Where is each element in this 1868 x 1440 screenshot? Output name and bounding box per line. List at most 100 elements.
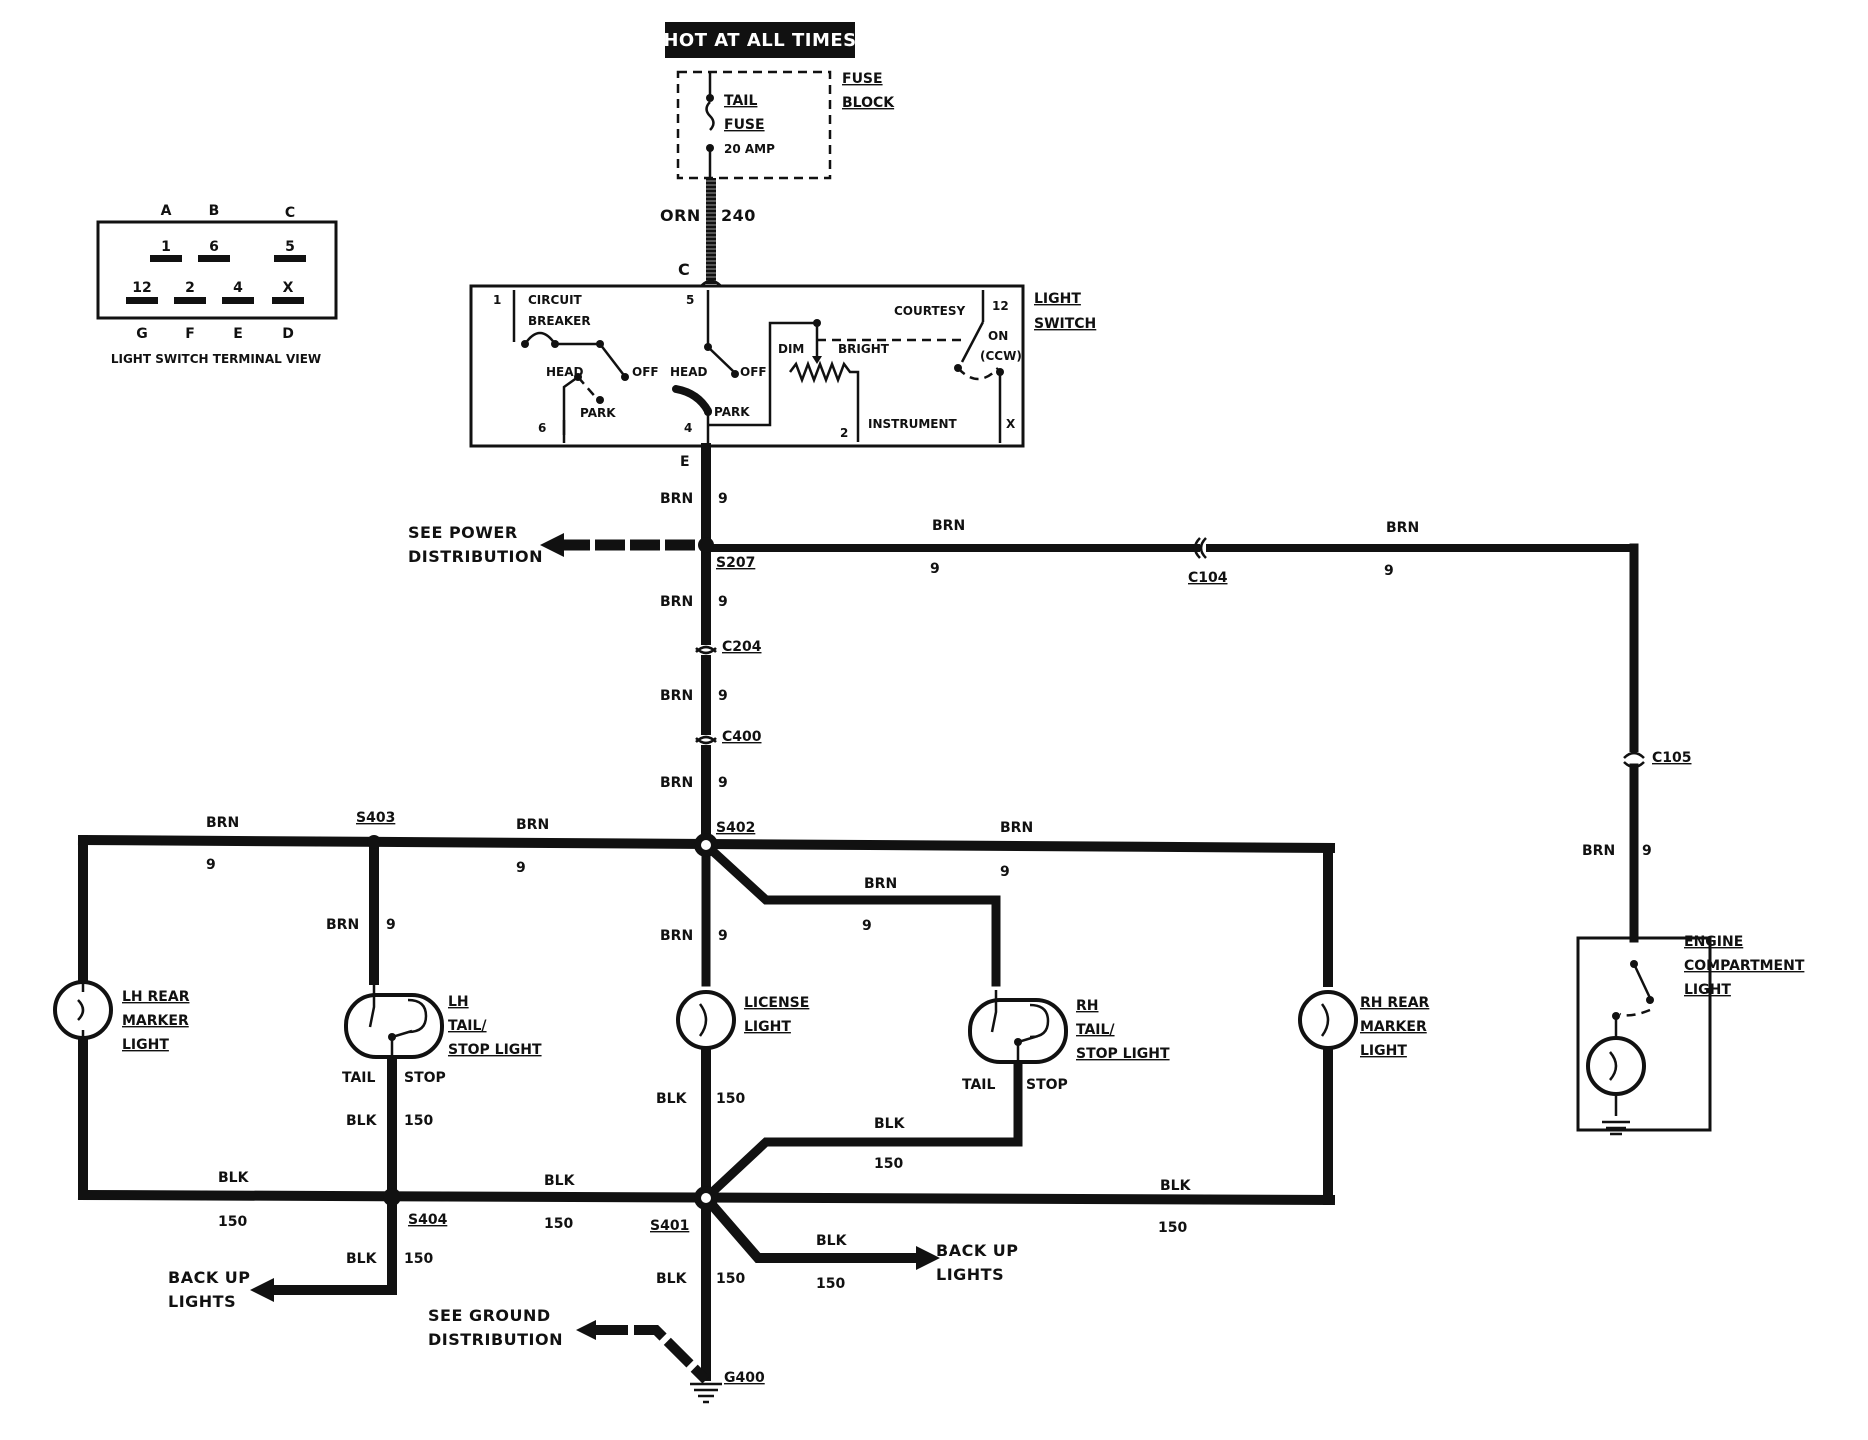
rh-marker-label-1: RH REAR xyxy=(1360,995,1430,1011)
blk-label: BLK xyxy=(656,1271,688,1287)
connector-c400-label: C400 xyxy=(722,729,762,745)
fuse-block-label-1: FUSE xyxy=(842,71,883,87)
brn-circuit-label: 9 xyxy=(1384,563,1394,579)
brn-label: BRN xyxy=(326,917,359,933)
circuit-breaker-label-2: BREAKER xyxy=(528,314,591,328)
pin-1: 1 xyxy=(493,293,501,307)
park-label-2: PARK xyxy=(714,405,750,419)
light-switch-label-2: SWITCH xyxy=(1034,316,1096,332)
brn-label: BRN xyxy=(1386,520,1419,536)
see-ground-label-1: SEE GROUND xyxy=(428,1306,551,1325)
splice-s401-label: S401 xyxy=(650,1218,689,1234)
lh-tail-label-3: STOP LIGHT xyxy=(448,1042,542,1058)
blk-circuit-label: 150 xyxy=(544,1216,573,1232)
blk-label: BLK xyxy=(346,1113,378,1129)
rh-tail-label-1: RH xyxy=(1076,998,1099,1014)
brn-wiring xyxy=(77,443,1646,987)
terminal-e: E xyxy=(680,454,690,470)
orn-feed-wire: ORN 240 C xyxy=(660,178,756,287)
tv-letter-e: E xyxy=(233,326,243,342)
head-label-2: HEAD xyxy=(670,365,708,379)
blk-label: BLK xyxy=(346,1251,378,1267)
splice-s402-label: S402 xyxy=(716,820,755,836)
blk-circuit-label: 150 xyxy=(816,1276,845,1292)
brn-circuit-label: 9 xyxy=(718,688,728,704)
blk-circuit-label: 150 xyxy=(404,1113,433,1129)
blk-circuit-label: 150 xyxy=(716,1271,745,1287)
light-switch-terminal-view: A B C 1 6 5 12 2 4 X G F E D LIGHT SWITC… xyxy=(96,203,338,366)
brn-label: BRN xyxy=(1000,820,1033,836)
splice-s207-dot xyxy=(698,537,714,553)
splices xyxy=(367,537,718,1210)
fuse-block: TAIL FUSE 20 AMP FUSE BLOCK xyxy=(676,70,895,180)
brn-label: BRN xyxy=(660,594,693,610)
circuit-breaker-label-1: CIRCUIT xyxy=(528,293,583,307)
head-label-1: HEAD xyxy=(546,365,584,379)
blk-label: BLK xyxy=(1160,1178,1192,1194)
tv-letter-a: A xyxy=(161,203,172,219)
brn-circuit-label: 9 xyxy=(516,860,526,876)
off-label-2: OFF xyxy=(740,365,767,379)
off-label-1: OFF xyxy=(632,365,659,379)
courtesy-label: COURTESY xyxy=(894,304,965,318)
blk-circuit-label: 150 xyxy=(1158,1220,1187,1236)
brn-label: BRN xyxy=(660,491,693,507)
tv-num-x: X xyxy=(283,280,294,296)
tv-num-12: 12 xyxy=(132,280,151,296)
tv-letter-c: C xyxy=(285,205,295,221)
engine-label-3: LIGHT xyxy=(1684,982,1731,998)
lh-tail-label-1: LH xyxy=(448,994,469,1010)
brn-circuit-label: 9 xyxy=(718,594,728,610)
on-label: ON xyxy=(988,329,1008,343)
blk-label: BLK xyxy=(816,1233,848,1249)
splice-s207-label: S207 xyxy=(716,555,755,571)
rh-marker-label-3: LIGHT xyxy=(1360,1043,1407,1059)
light-switch-label-1: LIGHT xyxy=(1034,291,1081,307)
brn-label: BRN xyxy=(1582,843,1615,859)
pin-6: 6 xyxy=(538,421,546,435)
blk-wiring xyxy=(77,1035,1336,1384)
lh-marker-label-1: LH REAR xyxy=(122,989,190,1005)
tv-num-6: 6 xyxy=(209,239,219,255)
pin-12: 12 xyxy=(992,299,1009,313)
splice-s403-label: S403 xyxy=(356,810,395,826)
brn-circuit-label: 9 xyxy=(862,918,872,934)
light-switch: LIGHT SWITCH 1 CIRCUIT BREAKER HEAD PARK… xyxy=(469,284,1096,470)
brn-circuit-label: 9 xyxy=(930,561,940,577)
engine-label-2: COMPARTMENT xyxy=(1684,958,1805,974)
blk-circuit-label: 150 xyxy=(716,1091,745,1107)
orn-circuit: 240 xyxy=(721,206,756,225)
brn-label: BRN xyxy=(660,688,693,704)
tv-num-2: 2 xyxy=(185,280,195,296)
splice-s404-dot xyxy=(383,1188,401,1206)
fuse-block-label-2: BLOCK xyxy=(842,95,895,111)
brn-circuit-label: 9 xyxy=(718,928,728,944)
instrument-label: INSTRUMENT xyxy=(868,417,958,431)
orn-color: ORN xyxy=(660,206,701,225)
brn-circuit-label: 9 xyxy=(386,917,396,933)
tail-fuse-label-1: TAIL xyxy=(724,93,758,109)
see-ground-label-2: DISTRIBUTION xyxy=(428,1330,563,1349)
backup-left-label-1: BACK UP xyxy=(168,1268,251,1287)
rh-stop-filament-label: STOP xyxy=(1026,1077,1068,1093)
connector-c104-label: C104 xyxy=(1188,570,1228,586)
blk-label: BLK xyxy=(218,1170,250,1186)
rh-tail-label-2: TAIL/ xyxy=(1076,1022,1115,1038)
rh-tail-label-3: STOP LIGHT xyxy=(1076,1046,1170,1062)
backup-right-label-2: LIGHTS xyxy=(936,1265,1004,1284)
engine-label-1: ENGINE xyxy=(1684,934,1743,950)
hot-label: HOT AT ALL TIMES xyxy=(663,30,856,51)
rh-tail-filament-label: TAIL xyxy=(962,1077,996,1093)
brn-label: BRN xyxy=(516,817,549,833)
brn-circuit-label: 9 xyxy=(718,491,728,507)
blk-label: BLK xyxy=(656,1091,688,1107)
rh-tail-stop-lamp xyxy=(968,990,1068,1064)
lh-rear-marker-lamp xyxy=(53,980,113,1040)
bright-label: BRIGHT xyxy=(838,342,890,356)
lamp-labels: LH REAR MARKER LIGHT LH TAIL/ STOP LIGHT… xyxy=(122,934,1805,1093)
lh-tail-filament-label: TAIL xyxy=(342,1070,376,1086)
license-lamp xyxy=(676,990,736,1050)
hot-at-all-times-banner: HOT AT ALL TIMES xyxy=(663,22,856,58)
brn-label: BRN xyxy=(660,928,693,944)
